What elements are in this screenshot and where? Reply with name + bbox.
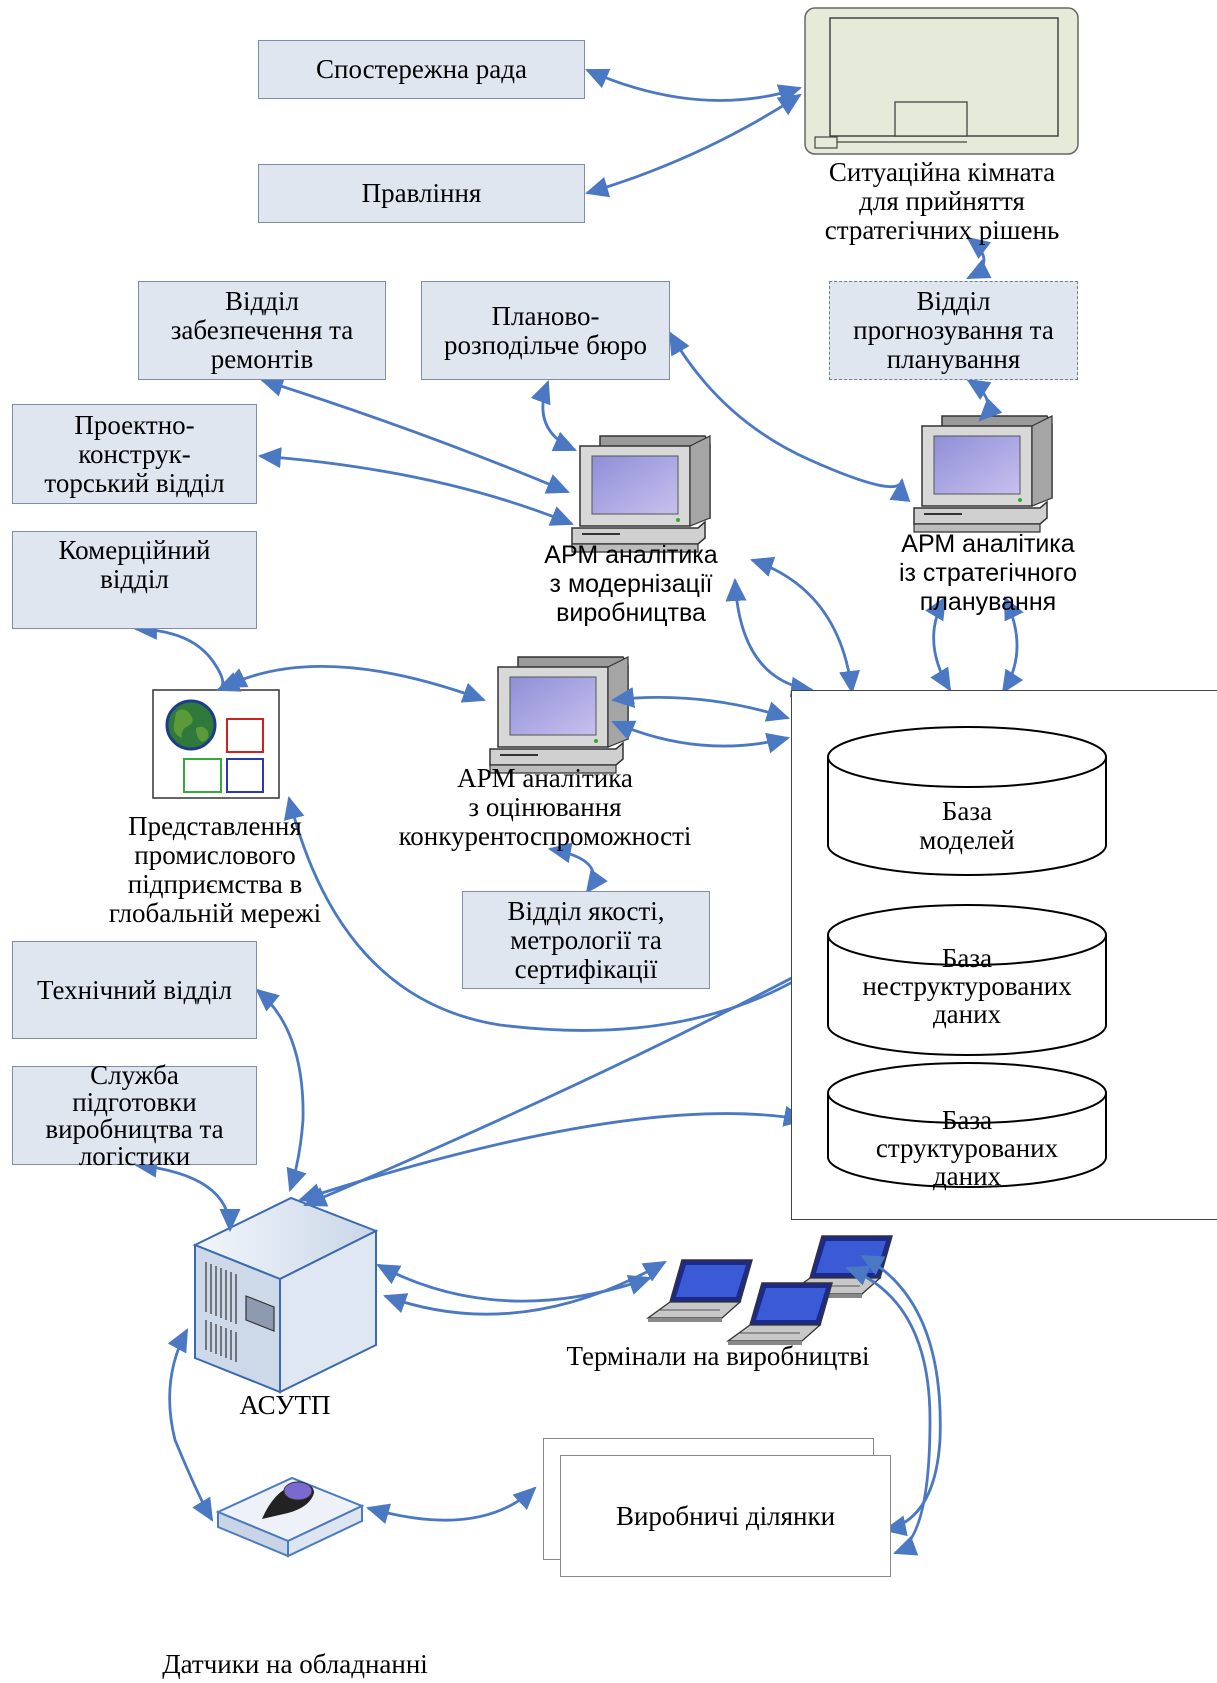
db-unstructured-label: База неструктурованих даних	[862, 943, 1072, 1029]
arm-strategic-label: АРМ аналітика із стратегічного плануванн…	[898, 530, 1078, 616]
arm-competitiveness-label: АРМ аналітика з оцінювання конкурентоспр…	[398, 763, 692, 851]
production-sites-box: Виробничі ділянки	[560, 1455, 891, 1577]
asutp-label: АСУТП	[239, 1390, 331, 1420]
forecasting-dept-box: Відділ прогнозування та планування	[829, 281, 1078, 380]
sensors-label: Датчики на обладнанні	[162, 1649, 428, 1679]
technical-dept-box: Технічний відділ	[12, 941, 257, 1039]
global-network-label: Представлення промислового підприємства …	[108, 811, 322, 928]
planning-bureau-box: Планово- розподільче бюро	[421, 281, 670, 380]
technical-dept-label: Технічний відділ	[37, 974, 232, 1005]
situation-room-label: Ситуаційна кімната для прийняття стратег…	[824, 157, 1060, 245]
quality-dept-label: Відділ якості, метрології та сертифікаці…	[507, 895, 665, 984]
support-repairs-box: Відділ забезпечення та ремонтів	[138, 281, 386, 380]
db-models-label: База моделей	[919, 796, 1015, 855]
supervisory-board-label: Спостережна рада	[316, 54, 527, 84]
board-label: Правління	[361, 178, 482, 208]
terminal-laptop-icon-3	[727, 1282, 833, 1346]
prep-logistics-box: Служба підготовки виробництва та логісти…	[12, 1061, 257, 1169]
workstation-strategic-icon	[913, 415, 1053, 533]
prep-logistics-label: Служба підготовки виробництва та логісти…	[45, 1059, 224, 1171]
terminal-laptop-icon-1	[647, 1259, 753, 1323]
asutp-server-icon	[192, 1196, 379, 1394]
forecasting-dept-label: Відділ прогнозування та планування	[853, 286, 1054, 374]
arm-modernization-label: АРМ аналітика з модернізації виробництва	[544, 541, 718, 627]
terminals-label: Термінали на виробництві	[566, 1341, 870, 1371]
global-network-icon	[152, 689, 280, 799]
commercial-dept-label: Комерційний відділ	[58, 535, 211, 594]
design-dept-box: Проектно- конструк- торський відділ	[12, 404, 257, 504]
commercial-dept-box: Комерційний відділ	[12, 531, 257, 629]
workstation-competitiveness-icon	[489, 656, 629, 774]
supervisory-board-box: Спостережна рада	[258, 40, 585, 99]
production-sites-label: Виробничі ділянки	[615, 1500, 836, 1531]
workstation-modernization-icon	[571, 435, 711, 553]
board-box: Правління	[258, 164, 585, 223]
database-cylinders	[827, 726, 1107, 1188]
sensor-device-icon	[215, 1476, 365, 1558]
support-repairs-label: Відділ забезпечення та ремонтів	[170, 286, 354, 374]
quality-dept-box: Відділ якості, метрології та сертифікаці…	[462, 891, 710, 989]
situation-room-icon	[804, 7, 1079, 155]
design-dept-label: Проектно- конструк- торський відділ	[44, 409, 225, 498]
planning-bureau-label: Планово- розподільче бюро	[443, 300, 648, 360]
db-structured-label: База структурованих даних	[875, 1105, 1059, 1191]
